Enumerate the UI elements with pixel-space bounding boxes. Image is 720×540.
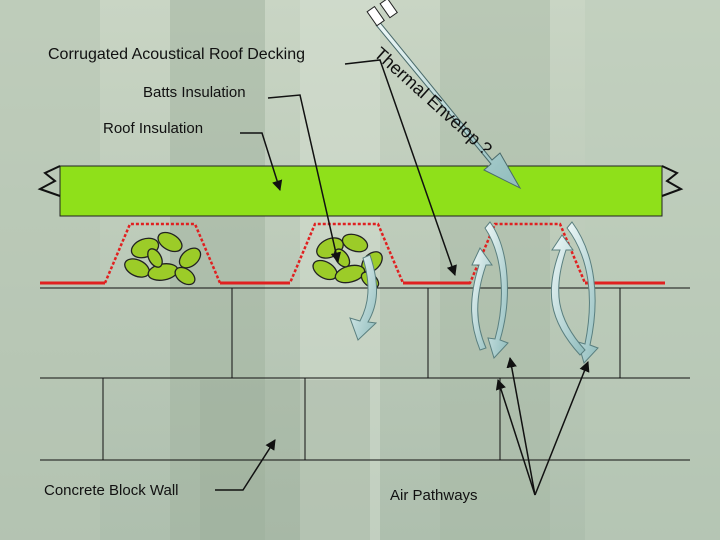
roof-insulation-board: [37, 165, 684, 217]
leader-lines: [215, 59, 590, 496]
airflow-arrows: [349, 221, 599, 364]
air-pathways-label: Air Pathways: [390, 487, 478, 504]
decking-label: Corrugated Acoustical Roof Decking: [48, 46, 306, 63]
batts-insulation-label: Batts Insulation: [143, 84, 246, 101]
thermal-envelope-arrow: [366, 0, 522, 190]
roof-insulation-label: Roof Insulation: [103, 120, 204, 137]
corrugated-decking: [40, 222, 665, 285]
concrete-block-wall-label: Concrete Block Wall: [44, 482, 179, 499]
